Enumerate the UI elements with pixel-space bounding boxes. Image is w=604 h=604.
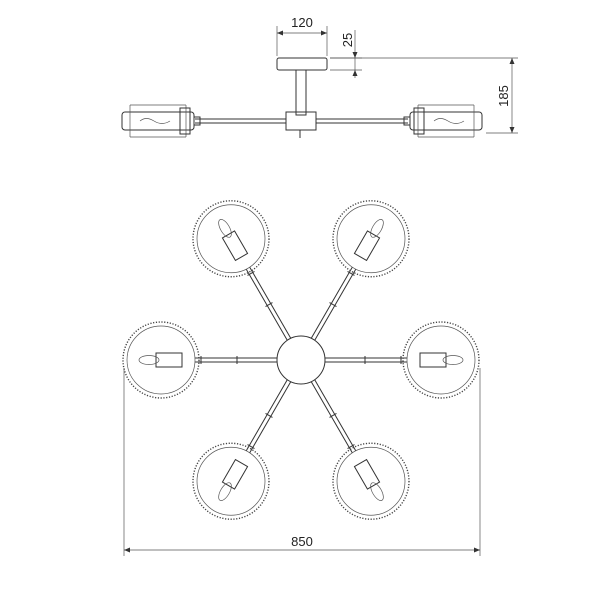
dimension-canopy-width: 120 (276, 15, 328, 56)
left-lamp-side (121, 104, 201, 138)
lamp-4-shade (122, 321, 200, 399)
hub (285, 111, 317, 131)
dimension-total-width: 850 (123, 368, 481, 556)
dim-850-label: 850 (291, 534, 313, 549)
lamp-5-inner-ring (196, 204, 266, 274)
lamp-3-socket (221, 458, 249, 490)
arm-5-joint-2 (247, 270, 255, 276)
arm-6-b (314, 268, 357, 341)
dimension-total-height: 185 (330, 57, 518, 134)
lamp-6-shade (332, 200, 410, 278)
lamp-1-inner-ring (406, 325, 476, 395)
top-view (122, 200, 480, 520)
arm-3-a (249, 381, 292, 454)
lamp-3-shade (192, 442, 270, 520)
dimension-canopy-height: 25 (330, 30, 362, 78)
arm-2-b (310, 381, 353, 454)
dim-185-label: 185 (496, 85, 511, 107)
canopy (276, 57, 328, 71)
lamp-6-bulb (370, 219, 384, 238)
lamp-2-socket (353, 458, 381, 490)
lamp-3-inner-ring (196, 446, 266, 516)
arm-6-joint-1 (329, 302, 337, 308)
dim-25-label: 25 (340, 33, 355, 47)
lamp-1-bulb (442, 355, 464, 365)
arm-5-a (245, 268, 288, 341)
lamp-2-shade (332, 442, 410, 520)
center-hub (276, 335, 326, 385)
lamp-1-shade (402, 321, 480, 399)
arm-2-a (314, 379, 357, 452)
lamp-2-bulb (370, 482, 384, 501)
right-lamp-side (403, 104, 483, 138)
arm-5-b (249, 266, 292, 339)
lamp-4-socket (155, 352, 183, 368)
arm-2-joint-2 (347, 444, 355, 450)
lamp-4-inner-ring (126, 325, 196, 395)
arm-6-joint-2 (347, 270, 355, 276)
lamp-5-shade (192, 200, 270, 278)
lamp-5-socket (221, 230, 249, 262)
arm-3-b (245, 379, 288, 452)
lamp-2-inner-ring (336, 446, 406, 516)
arm-6-a (310, 266, 353, 339)
dim-120-label: 120 (291, 15, 313, 30)
lamp-1-socket (419, 352, 447, 368)
lamp-5-bulb (218, 219, 232, 238)
arm-2-joint-1 (329, 412, 337, 418)
side-view (121, 57, 483, 138)
lamp-4-bulb (138, 355, 160, 365)
arm-3-joint-1 (265, 412, 273, 418)
lamp-3-bulb (218, 482, 232, 501)
lamp-6-inner-ring (336, 204, 406, 274)
arm-5-joint-1 (265, 302, 273, 308)
stem (295, 69, 307, 116)
lamp-6-socket (353, 230, 381, 262)
arm-3-joint-2 (247, 444, 255, 450)
